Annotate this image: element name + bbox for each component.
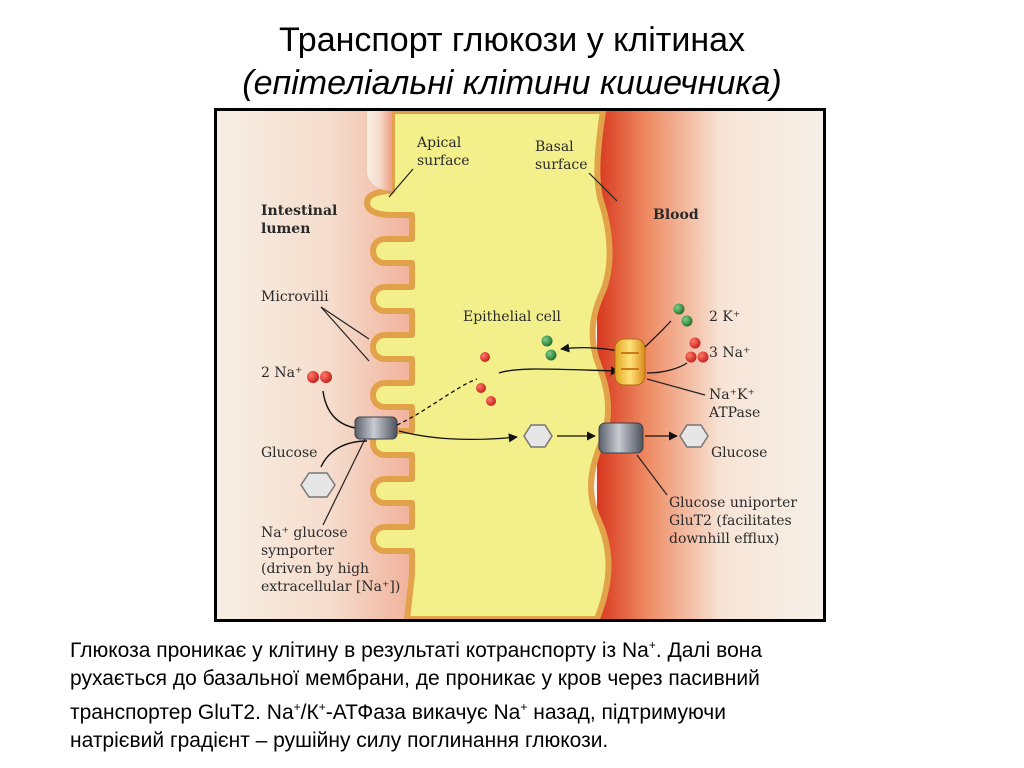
glucose-molecule [300, 472, 336, 498]
symporter-label-2: symporter [261, 543, 334, 559]
na-right-label: 3 Na⁺ [709, 345, 750, 361]
symporter-label-3: (driven by high [261, 561, 369, 577]
uniporter-label-1: Glucose uniporter [669, 495, 797, 511]
apical-top-fill [367, 111, 392, 191]
potassium-ion [681, 315, 693, 327]
sodium-ion [480, 352, 490, 362]
symporter-label-4: extracellular [Na⁺]) [261, 579, 400, 595]
glucose-molecule [679, 424, 709, 448]
glucose-transport-diagram: Apical surface Basal surface Intestinal … [214, 108, 826, 622]
glucose-inner-arrow [398, 430, 518, 443]
caption-line-4: натрієвий градієнт – рушійну силу поглин… [70, 729, 609, 752]
apical-leader [388, 168, 414, 198]
apical-label-2: surface [417, 153, 470, 169]
atpase-label-1: Na⁺K⁺ [709, 387, 755, 403]
sodium-ion [307, 371, 319, 383]
potassium-ion [541, 335, 553, 347]
lumen-label-2: lumen [261, 221, 310, 237]
basal-leader [588, 172, 618, 202]
sodium-inner-path [396, 378, 478, 426]
sodium-ion [486, 396, 496, 406]
potassium-ion [545, 349, 557, 361]
caption-line-2: рухається до базальної мембрани, де прон… [70, 667, 760, 690]
sodium-to-pump-arrow [498, 366, 620, 376]
caption-line-1: Глюкоза проникає у клітину в результаті … [70, 638, 763, 662]
epithelial-cell-body [364, 111, 613, 619]
basal-label-2: surface [535, 157, 588, 173]
slide-title: Транспорт глюкози у клітинах [278, 21, 746, 59]
uniporter-leader [636, 454, 668, 496]
lumen-label-1: Intestinal [261, 203, 337, 219]
potassium-ion [673, 303, 685, 315]
symporter-label-1: Na⁺ glucose [261, 525, 348, 541]
glut2-uniporter [598, 422, 644, 454]
slide-caption: Глюкоза проникає у клітину в результаті … [70, 631, 950, 755]
na-left-label: 2 Na⁺ [261, 365, 302, 381]
sodium-ion [697, 351, 709, 363]
sodium-ion [685, 351, 697, 363]
atpase-detail [621, 352, 639, 370]
epithelial-cell-label: Epithelial cell [463, 309, 561, 325]
symporter-leader [322, 438, 366, 526]
sodium-ion [320, 371, 332, 383]
microvilli-leader-1 [320, 306, 370, 340]
microvilli-label: Microvilli [261, 289, 329, 305]
sodium-ion [476, 383, 486, 393]
basal-label-1: Basal [535, 139, 574, 155]
uniporter-label-3: downhill efflux) [669, 531, 779, 547]
apical-label-1: Apical [416, 135, 462, 151]
potassium-inward-arrow [560, 343, 620, 353]
k-right-label: 2 K⁺ [709, 309, 740, 325]
microvilli-leader-2 [320, 306, 370, 362]
sodium-ion [689, 337, 701, 349]
atpase-leader [646, 378, 706, 396]
na-glucose-symporter [354, 416, 398, 440]
glucose-molecule [523, 424, 553, 448]
potassium-uptake-path [644, 320, 672, 348]
blood-label: Blood [653, 207, 699, 223]
glucose-entry-path [320, 440, 368, 468]
slide-subtitle: (епітеліальні клітини кишечника) [242, 64, 782, 102]
na-k-atpase [614, 338, 646, 386]
glucose-left-label: Glucose [261, 445, 317, 461]
sodium-efflux-path [646, 362, 688, 374]
atpase-label-2: ATPase [708, 405, 760, 421]
glucose-right-label: Glucose [711, 445, 767, 461]
caption-line-3: транспортер GluT2. Na+/К+-АТФаза викачує… [70, 700, 726, 724]
uniporter-label-2: GluT2 (facilitates [669, 513, 792, 529]
